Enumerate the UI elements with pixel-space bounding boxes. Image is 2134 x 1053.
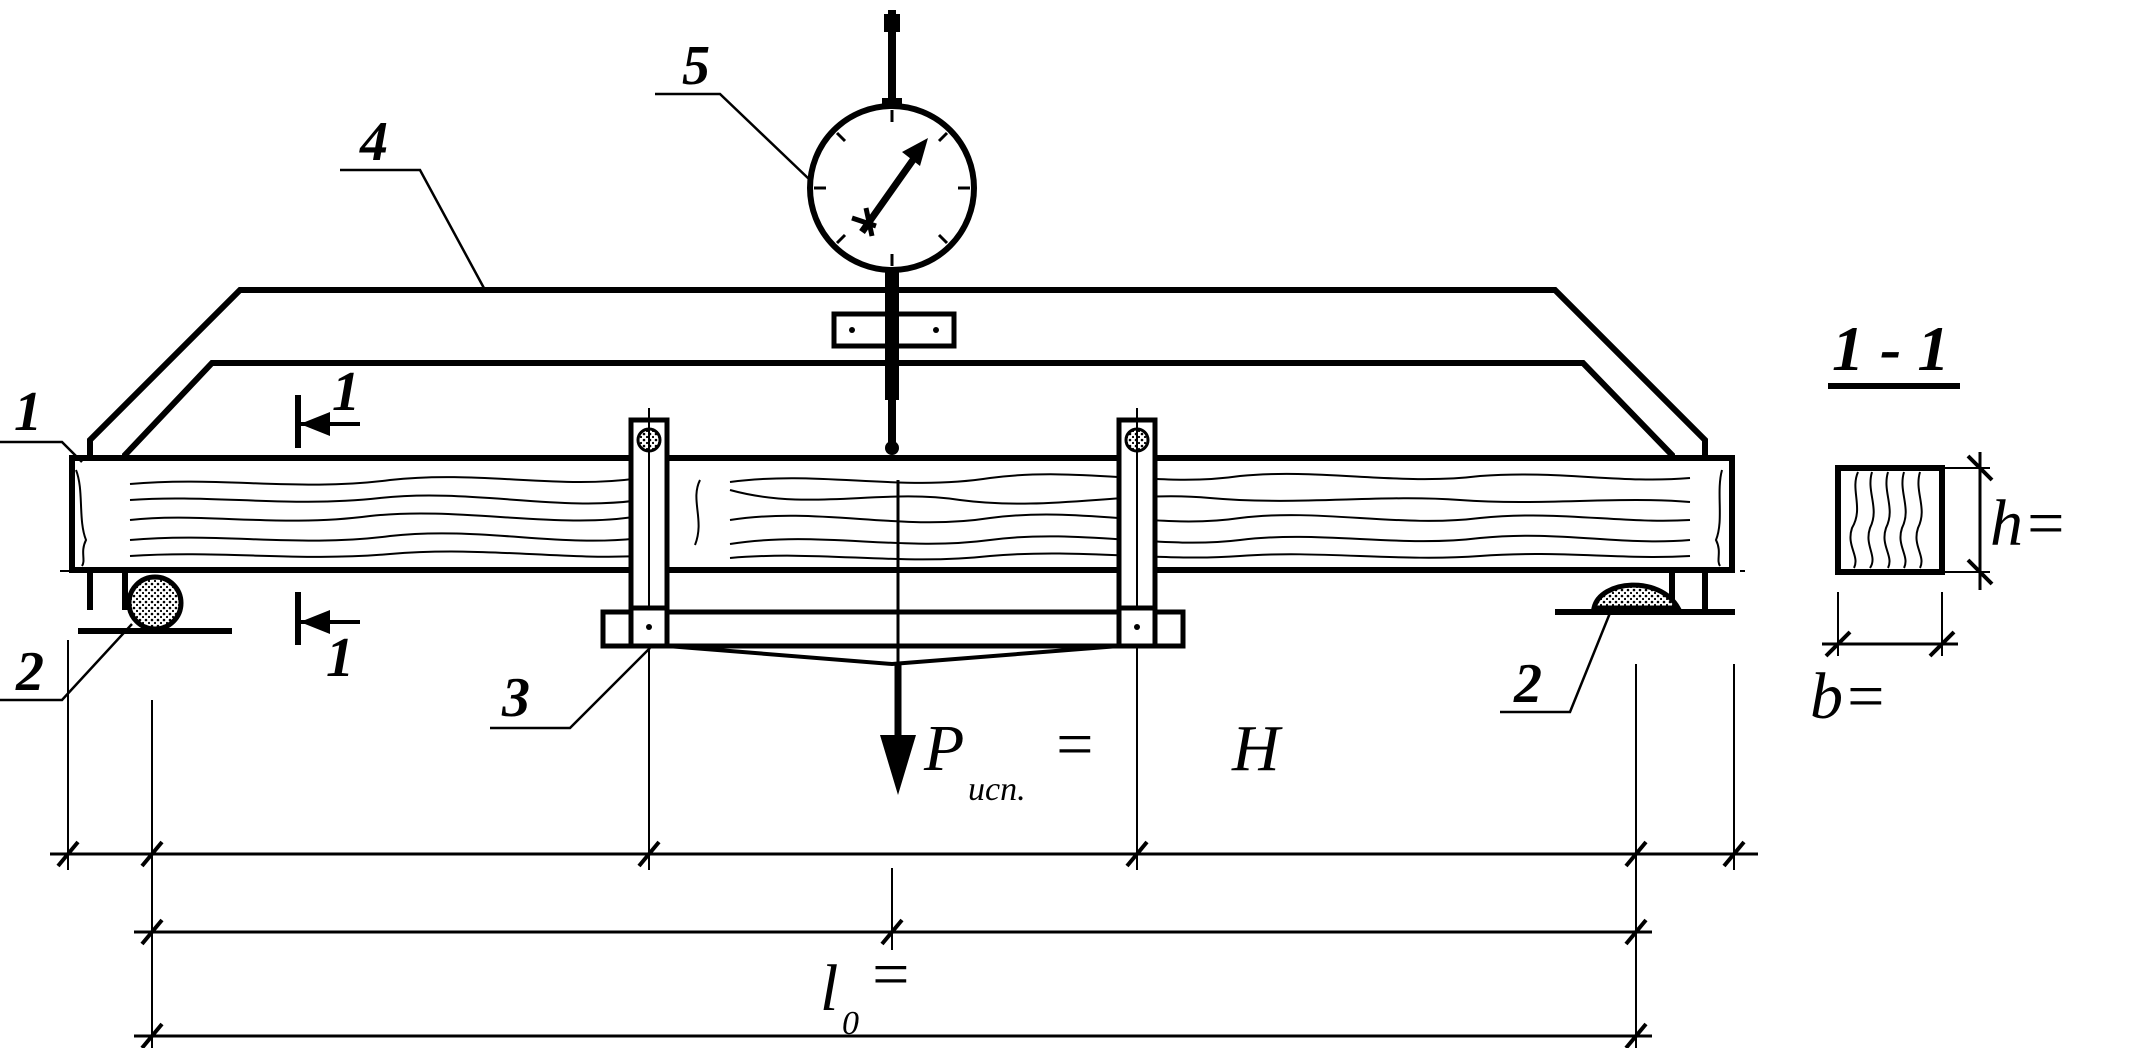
leader-lines [0, 92, 1614, 730]
left-support [78, 574, 232, 634]
span-subscript: 0 [842, 1005, 859, 1042]
load-formula: P исп. = Н [923, 708, 1283, 808]
load-equals: = [1052, 708, 1097, 781]
load-subscript: исп. [968, 771, 1026, 808]
span-equals: = [868, 938, 913, 1011]
timber-beam [60, 455, 1745, 573]
callout-4: 4 [359, 111, 388, 173]
section-marker-bottom: 1 [326, 627, 354, 689]
section-cut-markers [295, 395, 360, 645]
callout-1: 1 [14, 381, 42, 443]
dial-gauge [807, 10, 977, 455]
height-label: h= [1990, 487, 2068, 560]
load-hangers [600, 408, 1186, 870]
span-label: l 0 = [820, 938, 913, 1042]
dimension-lines [50, 640, 1758, 1050]
load-arrow [880, 480, 916, 795]
section-title: 1 - 1 [1832, 313, 1949, 384]
cross-section: 1 - 1 [1822, 313, 1994, 658]
load-unit: Н [1231, 712, 1283, 785]
callout-3: 3 [501, 667, 530, 729]
right-support [1555, 582, 1735, 615]
load-symbol: P [923, 712, 964, 785]
callout-2-left: 2 [15, 641, 44, 703]
callout-2-right: 2 [1513, 653, 1542, 715]
callout-5: 5 [682, 35, 710, 97]
section-marker-top: 1 [332, 361, 360, 423]
span-symbol: l [820, 952, 838, 1025]
width-label: b= [1810, 660, 1888, 733]
